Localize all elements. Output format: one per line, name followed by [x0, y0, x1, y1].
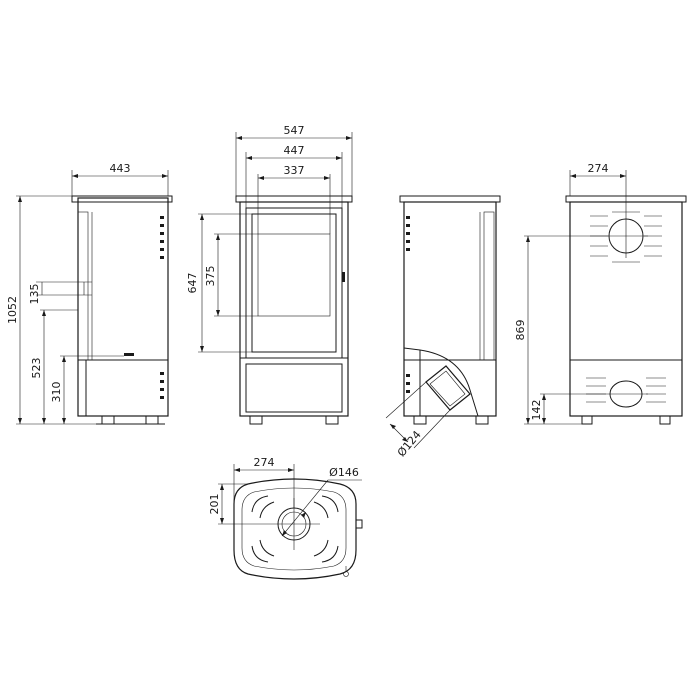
dim-rear-lower-outlet: 142 — [530, 400, 543, 421]
side-view-left: 443 1052 523 310 135 — [6, 162, 173, 425]
dim-front-width: 547 — [284, 124, 305, 137]
front-view: 547 447 337 647 375 — [186, 124, 353, 425]
dim-rear-outlet-height: 869 — [514, 320, 527, 341]
side-view-right: Ø124 — [385, 195, 501, 459]
vent-slots-right — [406, 216, 410, 393]
dim-inner-width: 447 — [284, 144, 305, 157]
flue-connector — [425, 365, 471, 411]
dim-door-height: 647 — [186, 273, 199, 294]
dim-height-523: 523 — [30, 358, 43, 379]
vent-slots-left — [160, 216, 164, 399]
dim-glass-height: 375 — [204, 266, 217, 287]
dim-side-depth: 443 — [110, 162, 131, 175]
dim-top-depth: 201 — [208, 494, 221, 515]
rear-view: 274 869 142 — [514, 162, 687, 425]
dim-glass-width: 337 — [284, 164, 305, 177]
dim-handle-135: 135 — [28, 284, 41, 305]
rear-upper-vent — [590, 211, 662, 263]
dim-total-height: 1052 — [6, 296, 19, 324]
dim-top-offset: 274 — [254, 456, 275, 469]
top-view: 274 201 Ø146 — [208, 456, 363, 580]
dim-top-flue-diameter: Ø146 — [329, 466, 359, 479]
dim-height-310: 310 — [50, 382, 63, 403]
rear-lower-vent — [586, 377, 666, 408]
top-vent-slots — [251, 495, 339, 563]
dim-rear-offset: 274 — [588, 162, 609, 175]
